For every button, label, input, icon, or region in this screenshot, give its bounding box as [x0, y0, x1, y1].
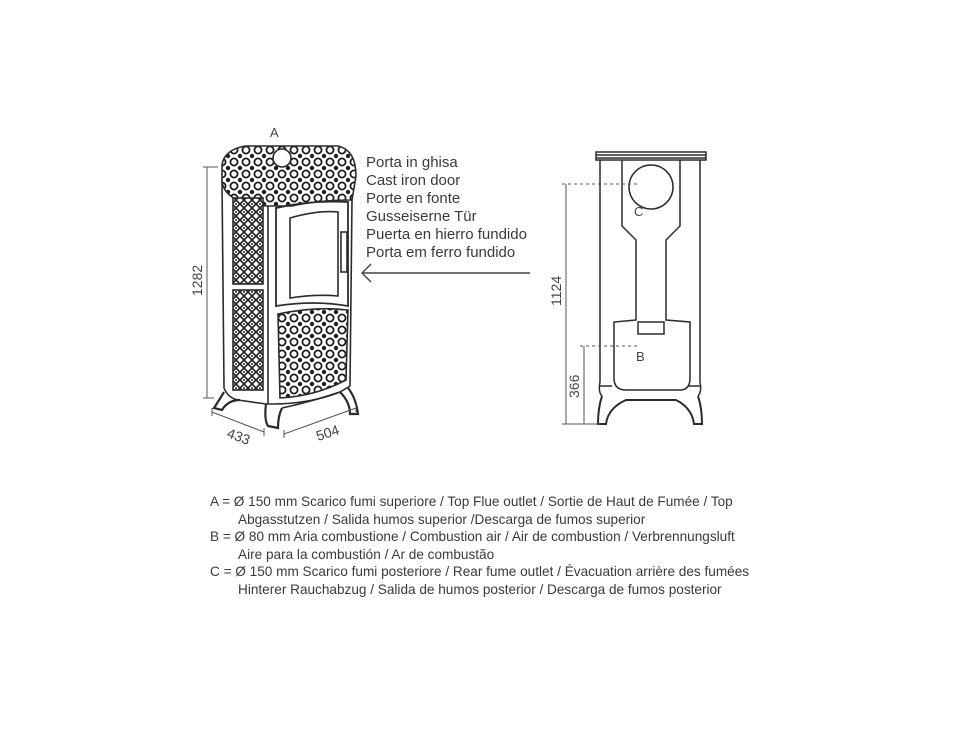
dimension-depth: [211, 408, 265, 436]
callout-arrow: [361, 263, 530, 283]
callout-line: Cast iron door: [366, 172, 461, 189]
legend-line: B = Ø 80 mm Aria combustione / Combustio…: [210, 529, 735, 544]
outlet-legend: A = Ø 150 mm Scarico fumi superiore / To…: [210, 493, 749, 598]
door-glass: [289, 210, 339, 299]
side-view: [595, 151, 707, 425]
legend-entry-b: B = Ø 80 mm Aria combustione / Combustio…: [210, 528, 749, 563]
callout-line: Gusseiserne Tür: [366, 208, 477, 225]
rear-outlet-c: [628, 164, 674, 210]
side-panel-upper: [232, 197, 264, 285]
callout-line: Porta em ferro fundido: [366, 244, 516, 261]
callout-line: Porte en fonte: [366, 190, 461, 207]
marker-c-label: C: [634, 204, 643, 219]
dim-width-label: 504: [314, 421, 341, 444]
dimension-width: [283, 404, 357, 438]
dim-height-label: 1282: [189, 265, 205, 296]
legend-line: Abgasstutzen / Salida humos superior /De…: [238, 511, 646, 527]
legend-line: C = Ø 150 mm Scarico fumi posteriore / R…: [210, 564, 750, 579]
dim-c-height-label: 1124: [548, 276, 564, 306]
dimension-height: [203, 166, 218, 399]
front-perspective-view: [203, 145, 360, 438]
combustion-air-b-inlet: [637, 321, 665, 335]
callout-line: Porta in ghisa: [366, 154, 458, 171]
flue-outlet-a: [272, 148, 292, 168]
marker-a-label: A: [270, 125, 279, 140]
dimension-b-height: [580, 345, 640, 424]
legend-entry-c: C = Ø 150 mm Scarico fumi posteriore / R…: [210, 563, 749, 598]
cast-iron-door: [275, 200, 349, 308]
door-handle: [340, 231, 348, 273]
legend-line: Hinterer Rauchabzug / Salida de humos po…: [238, 581, 722, 597]
legend-line: Aire para la combustión / Ar de combustã…: [238, 546, 495, 562]
dim-depth-label: 433: [225, 425, 253, 448]
stove-legs: [212, 387, 360, 430]
side-top-plate: [595, 151, 707, 161]
ornate-lower-front: [277, 307, 349, 399]
side-flue-channel: [613, 160, 691, 391]
door-material-callout: Porta in ghisa Cast iron door Porte en f…: [366, 154, 527, 262]
callout-line: Puerta en hierro fundido: [366, 226, 527, 243]
side-legs: [596, 395, 704, 425]
marker-b-label: B: [636, 349, 645, 364]
legend-line: A = Ø 150 mm Scarico fumi superiore / To…: [210, 494, 733, 509]
side-panel-lower: [232, 289, 264, 391]
legend-entry-a: A = Ø 150 mm Scarico fumi superiore / To…: [210, 493, 749, 528]
dim-b-height-label: 366: [566, 374, 582, 398]
side-body-outline: [598, 160, 702, 397]
dimension-c-height: [562, 183, 640, 425]
